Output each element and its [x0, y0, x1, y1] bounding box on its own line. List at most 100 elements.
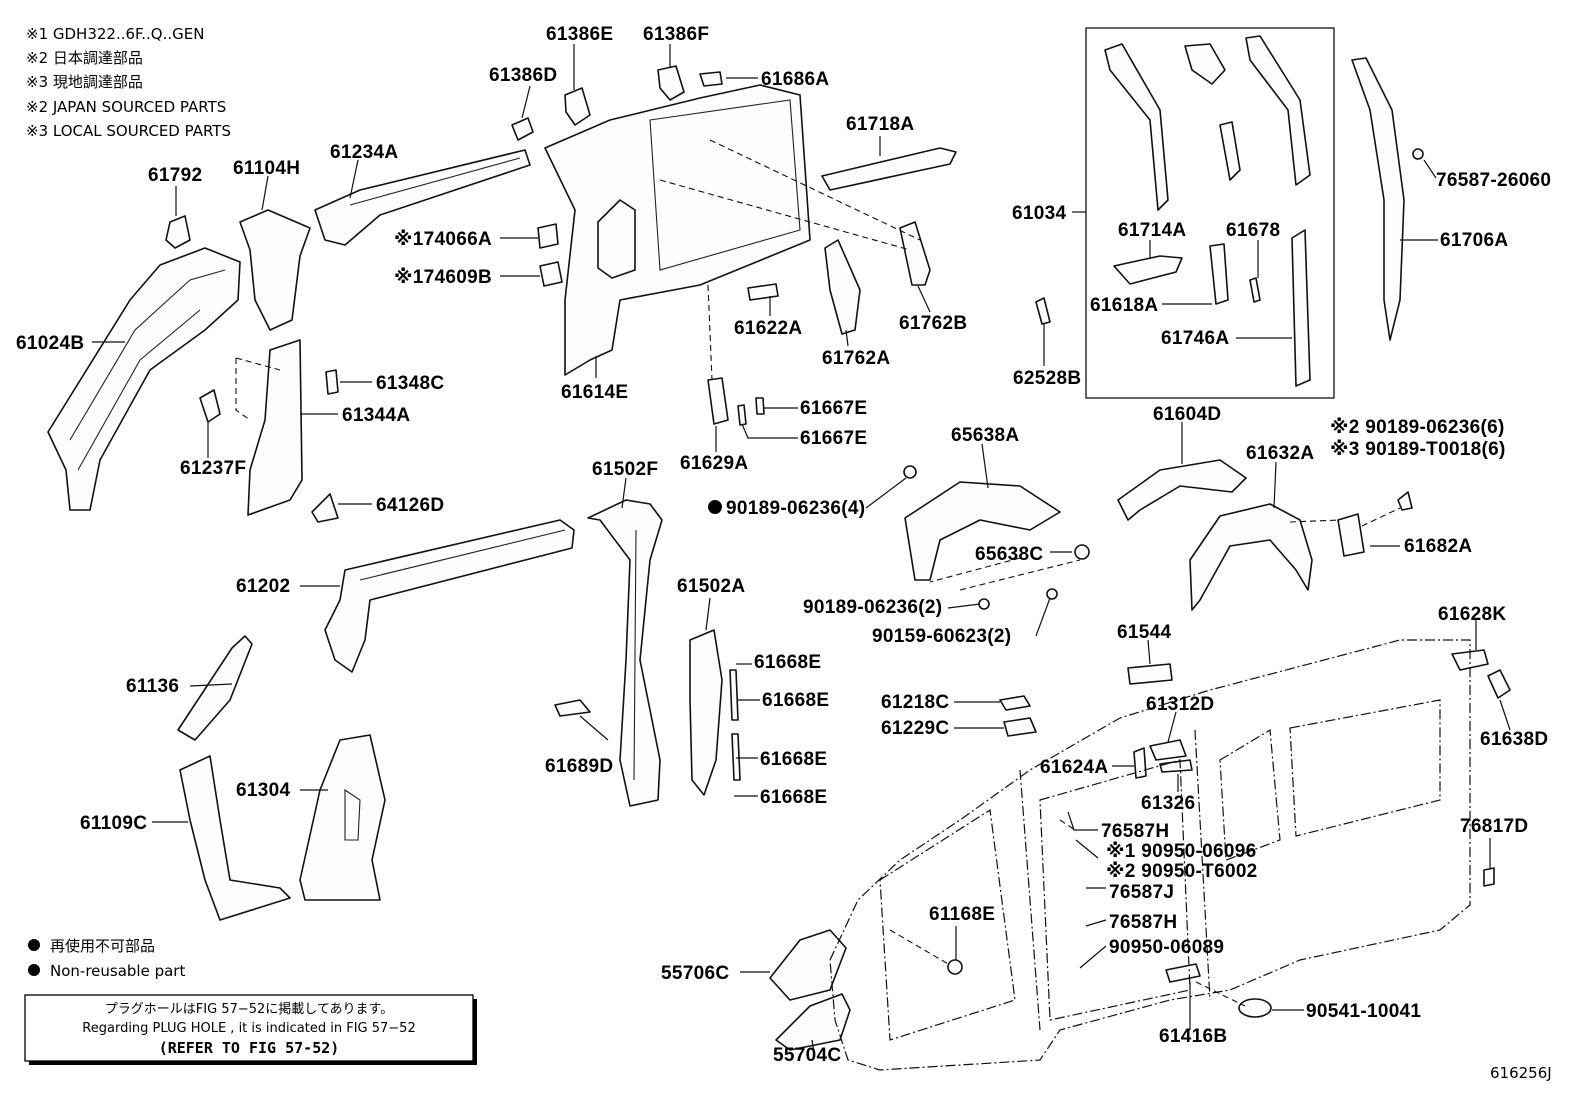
- label-62528B[interactable]: 62528B: [1013, 368, 1081, 389]
- label-61622A[interactable]: 61622A: [734, 318, 802, 339]
- plug-note-refer: (REFER TO FIG 57-52): [159, 1039, 340, 1057]
- label-61628K[interactable]: 61628K: [1438, 604, 1506, 625]
- label-64126D[interactable]: 64126D: [376, 495, 444, 516]
- label-61714A[interactable]: 61714A: [1118, 220, 1186, 241]
- label-61689D[interactable]: 61689D: [545, 756, 613, 777]
- label-61034[interactable]: 61034: [1012, 203, 1066, 224]
- label-76817D[interactable]: 76817D: [1460, 816, 1528, 837]
- label-61746A[interactable]: 61746A: [1161, 328, 1229, 349]
- label-61386E[interactable]: 61386E: [546, 24, 613, 45]
- label-61792[interactable]: 61792: [148, 165, 202, 186]
- label-61686A[interactable]: 61686A: [761, 69, 829, 90]
- part-65638A-shape: [904, 481, 1061, 581]
- note-line: ※2 JAPAN SOURCED PARTS: [26, 98, 226, 116]
- label-61104H[interactable]: 61104H: [233, 158, 300, 179]
- label-74609B[interactable]: ※174609B: [394, 267, 492, 288]
- label-61668E-2[interactable]: 61668E: [762, 690, 829, 711]
- label-61544[interactable]: 61544: [1117, 622, 1171, 643]
- label-76587H-1[interactable]: 76587H: [1101, 821, 1169, 842]
- label-61629A[interactable]: 61629A: [680, 453, 748, 474]
- note-line: ※1 GDH322..6F..Q..GEN: [26, 25, 204, 43]
- part-61136-shape: [177, 635, 253, 741]
- label-61668E-3[interactable]: 61668E: [760, 749, 827, 770]
- label-61614E[interactable]: 61614E: [561, 382, 628, 403]
- label-61668E-1[interactable]: 61668E: [754, 652, 821, 673]
- label-61218C[interactable]: 61218C: [881, 692, 949, 713]
- label-61229C[interactable]: 61229C: [881, 718, 949, 739]
- label-90950-06089[interactable]: 90950-06089: [1109, 937, 1224, 958]
- label-61678[interactable]: 61678: [1226, 220, 1280, 241]
- part-group-box-61034: [1085, 27, 1335, 399]
- label-61682A[interactable]: 61682A: [1404, 536, 1472, 557]
- part-61622A-shape: [747, 283, 779, 301]
- note-line: ※2 日本調達部品: [26, 49, 143, 67]
- label-90950-T6002[interactable]: ※2 90950-T6002: [1106, 861, 1258, 882]
- label-61762A[interactable]: 61762A: [822, 348, 890, 369]
- label-55704C[interactable]: 55704C: [773, 1045, 841, 1066]
- label-61624A[interactable]: 61624A: [1040, 757, 1108, 778]
- van-body-outline: [829, 639, 1471, 1071]
- part-61202-detail: [359, 529, 566, 581]
- part-61678-shape: [1249, 277, 1261, 303]
- label-61668E-4[interactable]: 61668E: [760, 787, 827, 808]
- label-61386F[interactable]: 61386F: [643, 24, 709, 45]
- label-76587J[interactable]: 76587J: [1109, 882, 1174, 903]
- part-61706A-shape: [1351, 57, 1405, 341]
- label-61326[interactable]: 61326: [1141, 793, 1195, 814]
- label-61304[interactable]: 61304: [236, 780, 290, 801]
- label-61136[interactable]: 61136: [126, 676, 179, 697]
- label-61237F[interactable]: 61237F: [180, 458, 246, 479]
- label-61312D[interactable]: 61312D: [1146, 694, 1214, 715]
- label-90541-10041[interactable]: 90541-10041: [1306, 1001, 1421, 1022]
- part-61304-shape: [299, 734, 386, 901]
- label-61386D[interactable]: 61386D: [489, 65, 557, 86]
- label-61667E-2[interactable]: 61667E: [800, 428, 867, 449]
- label-90950-06096[interactable]: ※1 90950-06096: [1106, 841, 1257, 862]
- label-76587H-2[interactable]: 76587H: [1109, 912, 1177, 933]
- part-61024B-detail: [69, 269, 226, 441]
- part-64126D-shape: [311, 493, 339, 523]
- label-61604D[interactable]: 61604D: [1153, 404, 1221, 425]
- part-61624A-shape: [1133, 747, 1147, 779]
- part-61104H-shape: [239, 209, 311, 331]
- label-90189-06236-4[interactable]: 90189-06236(4): [726, 498, 865, 519]
- part-61667E-shape: [737, 404, 747, 426]
- part-61502A-shape: [689, 629, 723, 796]
- label-61348C[interactable]: 61348C: [376, 373, 444, 394]
- label-61234A[interactable]: 61234A: [330, 142, 398, 163]
- label-90189-T0018-6[interactable]: ※3 90189-T0018(6): [1330, 439, 1506, 460]
- label-65638C[interactable]: 65638C: [975, 544, 1043, 565]
- label-61109C[interactable]: 61109C: [80, 813, 147, 834]
- label-61168E[interactable]: 61168E: [929, 904, 995, 925]
- label-61344A[interactable]: 61344A: [342, 405, 410, 426]
- part-61544-shape: [1127, 663, 1173, 685]
- label-61202[interactable]: 61202: [236, 576, 290, 597]
- label-90189-06236-6[interactable]: ※2 90189-06236(6): [1330, 417, 1505, 438]
- label-61502A[interactable]: 61502A: [677, 576, 745, 597]
- label-61706A[interactable]: 61706A: [1440, 230, 1508, 251]
- label-65638A[interactable]: 65638A: [951, 425, 1019, 446]
- part-61714A-shape: [1113, 255, 1183, 285]
- label-61667E-1[interactable]: 61667E: [800, 398, 867, 419]
- label-61416B[interactable]: 61416B: [1159, 1026, 1227, 1047]
- label-74066A[interactable]: ※174066A: [394, 229, 492, 250]
- label-61502F[interactable]: 61502F: [592, 459, 658, 480]
- label-90159-60623-2[interactable]: 90159-60623(2): [872, 626, 1011, 647]
- label-61024B[interactable]: 61024B: [16, 333, 84, 354]
- label-61632A[interactable]: 61632A: [1246, 443, 1314, 464]
- plug-hole-note: プラグホールはFIG 57−52に掲載してあります。 Regarding PLU…: [24, 994, 477, 1065]
- part-shapes: [47, 65, 957, 921]
- label-76587-26060[interactable]: 76587-26060: [1436, 170, 1551, 191]
- part-61386E-shape: [564, 87, 591, 126]
- non-reusable-bullet-icon: [708, 500, 722, 514]
- label-61618A[interactable]: 61618A: [1090, 295, 1158, 316]
- label-55706C[interactable]: 55706C: [661, 963, 729, 984]
- label-90189-06236-2[interactable]: 90189-06236(2): [803, 597, 942, 618]
- part-61628K-shape: [1451, 649, 1489, 671]
- label-61718A[interactable]: 61718A: [846, 114, 914, 135]
- label-61638D[interactable]: 61638D: [1480, 729, 1548, 750]
- part-61614E-window: [597, 199, 636, 279]
- part-61348C-shape: [325, 369, 339, 395]
- part-61386F-shape: [657, 65, 685, 101]
- label-61762B[interactable]: 61762B: [899, 313, 967, 334]
